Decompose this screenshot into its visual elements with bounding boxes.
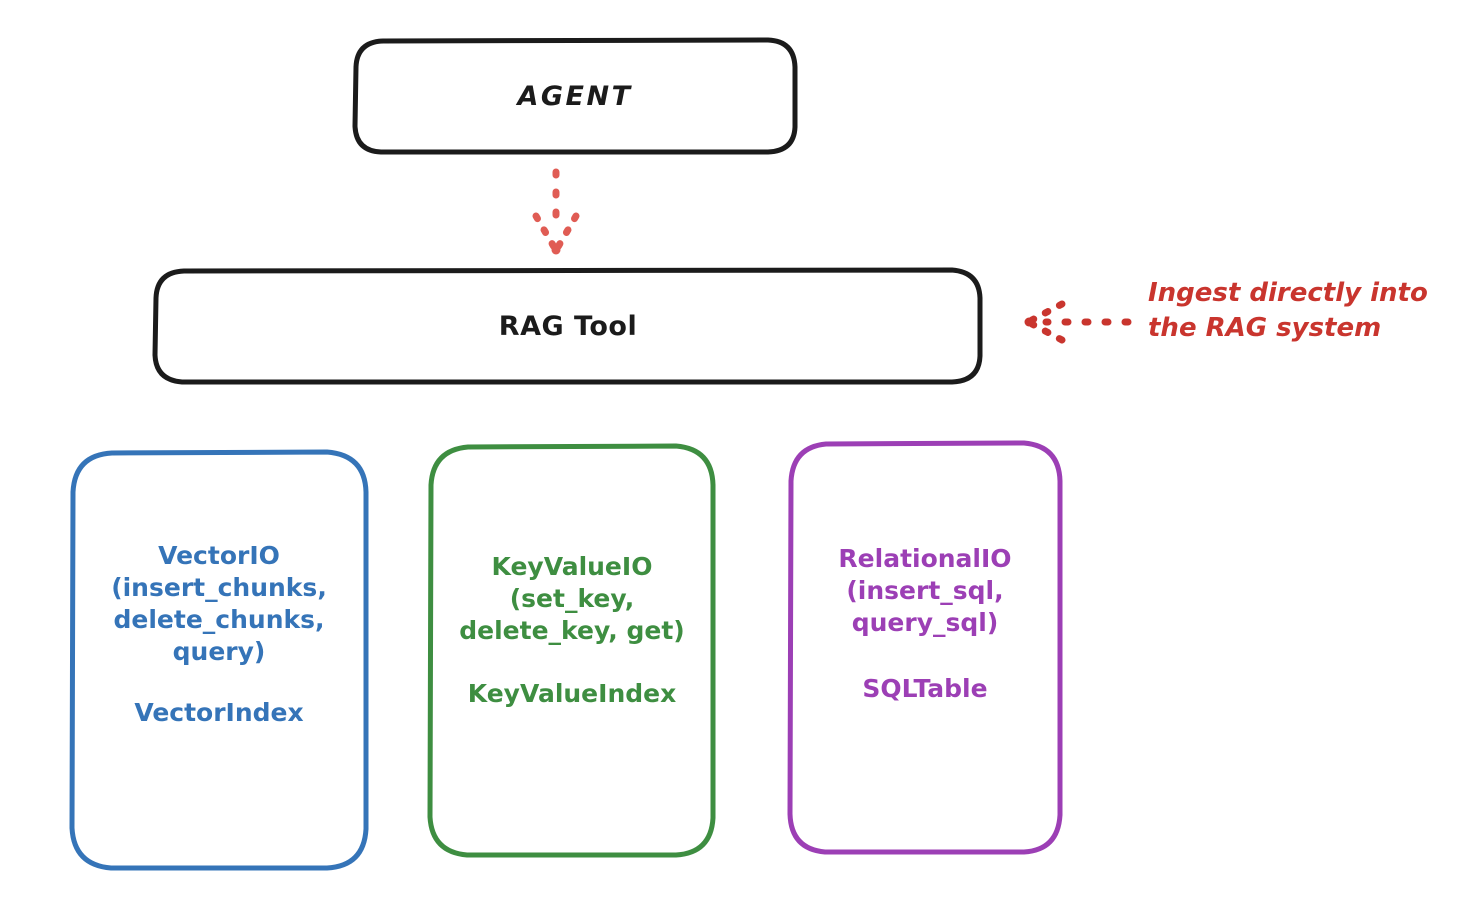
- rag-tool-node[interactable]: RAG Tool: [155, 270, 981, 383]
- sql-table-label: SQLTable: [862, 674, 988, 703]
- rag-tool-node-label: RAG Tool: [498, 311, 638, 342]
- relational-io-api-label: RelationalIO (insert_sql, query_sql): [838, 544, 1012, 637]
- vector-io-node[interactable]: VectorIO (insert_chunks, delete_chunks, …: [72, 452, 366, 869]
- ingest-annotation-text: Ingest directly into the RAG system: [1148, 278, 1428, 344]
- relational-io-box-outline: [787, 440, 1063, 855]
- vector-io-api-label: VectorIO (insert_chunks, delete_chunks, …: [111, 541, 327, 666]
- relational-io-node[interactable]: RelationalIO (insert_sql, query_sql) SQL…: [790, 443, 1060, 853]
- ingest-note-connector: [1024, 300, 1132, 344]
- key-value-index-label: KeyValueIndex: [467, 679, 677, 708]
- key-value-io-box-outline: [427, 443, 716, 858]
- agent-node-label: AGENT: [517, 81, 633, 112]
- vector-index-label: VectorIndex: [134, 698, 304, 727]
- agent-to-rag-tool-connector: [532, 168, 580, 255]
- agent-node[interactable]: AGENT: [355, 40, 795, 153]
- vector-io-box-outline: [69, 449, 369, 871]
- rag-tool-box-outline: [152, 267, 983, 385]
- key-value-io-node[interactable]: KeyValueIO (set_key, delete_key, get) Ke…: [430, 446, 714, 856]
- key-value-io-api-label: KeyValueIO (set_key, delete_key, get): [459, 552, 685, 645]
- agent-box-outline: [352, 37, 798, 155]
